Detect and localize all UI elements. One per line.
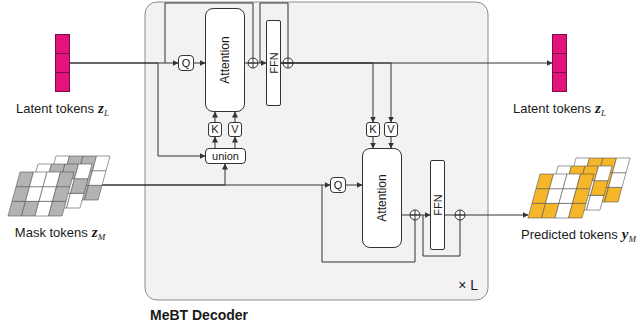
box-label: K <box>211 124 218 135</box>
box-label: Attention <box>219 36 231 83</box>
decoder-panel: MeBT Decoder× LQAttentionKVunionFFNKVQAt… <box>145 2 488 300</box>
token-caption: Predicted tokens yM <box>521 226 636 244</box>
connector-arrow <box>102 185 330 186</box>
connector-arrow <box>235 112 236 122</box>
repeat-count: × L <box>458 278 478 292</box>
decoder-panel-fill <box>145 2 488 300</box>
connector-arrow <box>235 137 236 148</box>
latent-token-stack: Latent tokenszL <box>55 34 70 92</box>
connector-arrow <box>194 63 205 64</box>
box-label: Q <box>334 180 343 191</box>
math-subscript: M <box>629 234 637 244</box>
value-box: V <box>228 122 242 137</box>
token-caption: Latent tokens zL <box>513 100 606 118</box>
query-box: Q <box>330 177 346 193</box>
token-caption: Mask tokens zM <box>15 224 105 242</box>
math-subscript: M <box>98 232 106 242</box>
connector-arrow <box>445 215 528 216</box>
token-illustration <box>552 34 567 92</box>
token-grid-illustration <box>528 152 632 218</box>
attention-block: Attention <box>205 8 245 112</box>
caption-text: Latent tokens <box>513 101 591 116</box>
caption-text: Predicted tokens <box>521 227 618 242</box>
connector-arrow <box>245 63 266 64</box>
union-box: union <box>205 148 246 164</box>
box-label: Q <box>182 58 191 69</box>
token-illustration <box>55 34 70 92</box>
predicted-token-grid: Predicted tokensyM <box>528 152 632 218</box>
math-symbol: z <box>92 224 98 240</box>
connector-arrow <box>391 137 392 148</box>
connector-arrow <box>373 137 374 148</box>
box-label: K <box>369 124 376 135</box>
attention-block: Attention <box>362 148 402 248</box>
mask-token-grid: Mask tokenszM <box>8 150 112 216</box>
math-subscript: L <box>104 108 109 118</box>
caption-text: Mask tokens <box>15 225 88 240</box>
connector-arrow <box>281 63 391 122</box>
box-label: Attention <box>376 174 388 221</box>
box-label: union <box>212 151 239 162</box>
connector-arrow <box>402 215 430 216</box>
value-box: V <box>384 122 398 137</box>
box-label: V <box>387 124 394 135</box>
math-symbol: y <box>622 226 629 242</box>
math-subscript: L <box>601 108 606 118</box>
connector-arrow <box>215 137 216 148</box>
token-caption: Latent tokens zL <box>16 100 109 118</box>
box-label: V <box>231 124 238 135</box>
math-symbol: z <box>595 100 601 116</box>
box-label: FFN <box>432 194 443 215</box>
caption-text: Latent tokens <box>16 101 94 116</box>
latent-token-stack: Latent tokenszL <box>552 34 567 92</box>
connector-arrow <box>102 164 225 185</box>
connector-arrow <box>281 63 373 122</box>
panel-title: MeBT Decoder <box>150 308 248 322</box>
query-box: Q <box>178 55 194 71</box>
key-box: K <box>208 122 222 137</box>
connector-arrow <box>215 112 216 122</box>
math-symbol: z <box>98 100 104 116</box>
key-box: K <box>366 122 380 137</box>
box-label: FFN <box>268 52 279 73</box>
ffn-block: FFN <box>430 160 445 250</box>
token-grid-illustration <box>8 150 112 216</box>
ffn-block: FFN <box>266 20 281 106</box>
connector-arrow <box>346 185 362 186</box>
